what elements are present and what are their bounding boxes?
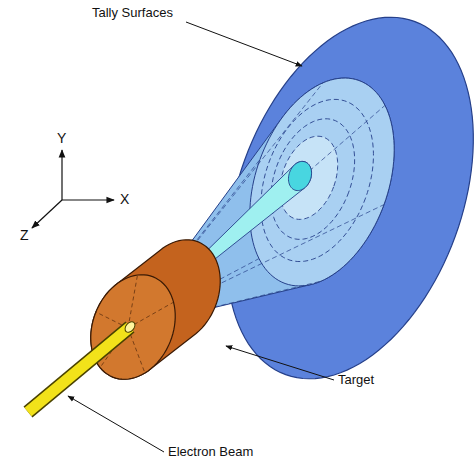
illustration-stroke <box>61 150 62 200</box>
illustration-stroke <box>68 396 164 452</box>
illustration-stroke <box>186 22 302 66</box>
illustration-stroke <box>91 240 220 379</box>
illustration-stroke <box>128 275 137 328</box>
illustration-stroke <box>28 327 130 412</box>
part-label: Target <box>338 373 374 387</box>
part-label: Tally Surfaces <box>92 6 173 20</box>
illustration-stroke <box>32 200 62 228</box>
illustration-stroke <box>123 320 137 334</box>
illustration-stroke <box>226 346 334 380</box>
illustration-stroke <box>28 327 130 412</box>
illustration-stroke <box>280 136 338 219</box>
illustration-stroke <box>288 161 311 190</box>
part-label: Electron Beam <box>168 445 253 459</box>
illustration-stroke <box>62 199 114 200</box>
axis-label: Z <box>20 228 29 243</box>
axis-label: X <box>120 192 129 207</box>
illustration-stroke <box>91 275 175 379</box>
axis-label: Y <box>57 131 66 146</box>
illustration-stroke <box>250 78 394 286</box>
illustration-stroke <box>261 99 374 261</box>
